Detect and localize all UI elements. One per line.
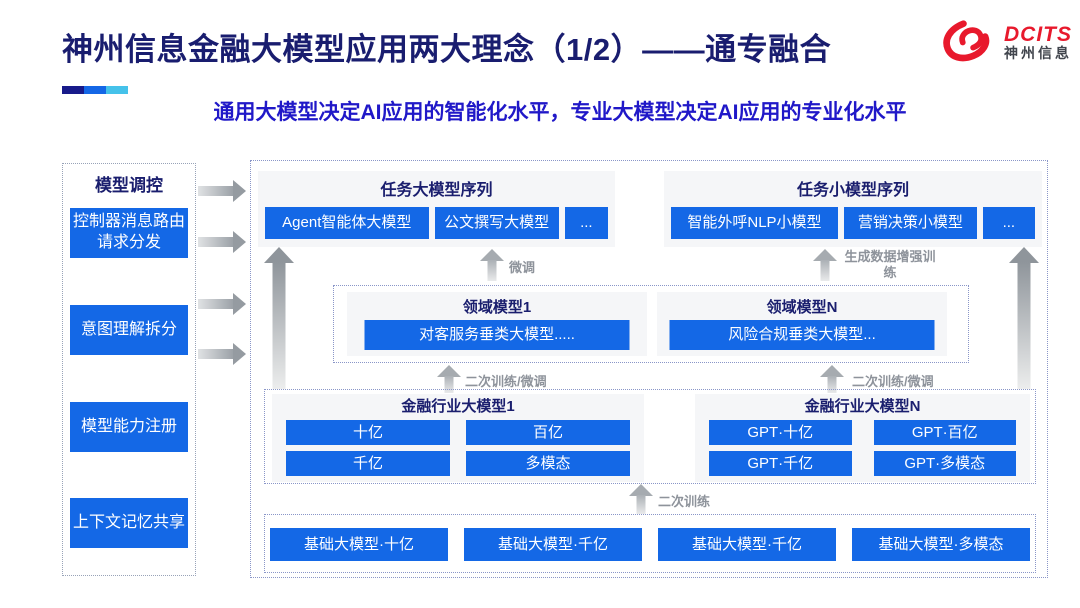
retrain-finetune-right-label: 二次训练/微调 xyxy=(852,374,934,389)
model-control-group: 模型调控 控制器消息路由请求分发 意图理解拆分 模型能力注册 上下文记忆共享 xyxy=(62,163,196,576)
domain-model-layer: 领域模型1 对客服务垂类大模型..... 领域模型N 风险合规垂类大模型... xyxy=(333,285,969,363)
logo-brand-text: DCITS xyxy=(1004,23,1072,47)
node-gpt-trillion: GPT·千亿 xyxy=(709,451,852,476)
up-arrow-icon xyxy=(264,247,294,389)
accent-bar-segment xyxy=(106,86,128,94)
right-arrow-icon xyxy=(198,180,246,202)
domain-model-n-title: 领域模型N xyxy=(766,299,838,316)
model-architecture-diagram: 任务大模型序列 Agent智能体大模型 公文撰写大模型 ... 任务小模型序列 … xyxy=(250,160,1048,578)
dcits-swirl-icon xyxy=(940,18,998,67)
task-small-model-group: 任务小模型序列 智能外呼NLP小模型 营销决策小模型 ... xyxy=(664,171,1042,247)
up-arrow-icon xyxy=(1009,247,1039,389)
node-outbound-nlp-small-model: 智能外呼NLP小模型 xyxy=(671,207,838,239)
node-ten-billion: 十亿 xyxy=(286,420,450,445)
accent-bar-segment xyxy=(84,86,106,94)
node-more-small-models: ... xyxy=(982,207,1035,239)
right-arrow-icon xyxy=(198,293,246,315)
title-accent-bar xyxy=(62,86,128,94)
industry-model-1-title: 金融行业大模型1 xyxy=(401,398,515,415)
node-multimodal: 多模态 xyxy=(466,451,630,476)
node-document-large-model: 公文撰写大模型 xyxy=(434,207,559,239)
up-arrow-icon xyxy=(437,365,461,393)
task-small-title: 任务小模型序列 xyxy=(796,182,909,199)
domain-model-1-group: 领域模型1 对客服务垂类大模型..... xyxy=(347,292,647,356)
dcits-logo: DCITS 神州信息 xyxy=(940,18,1072,67)
logo-company-text: 神州信息 xyxy=(1004,45,1072,62)
up-arrow-icon xyxy=(629,484,653,514)
sidebar-item-intent-split: 意图理解拆分 xyxy=(70,305,188,355)
right-arrow-icon xyxy=(198,343,246,365)
node-gpt-multimodal: GPT·多模态 xyxy=(873,451,1016,476)
up-arrow-icon xyxy=(820,365,844,393)
retrain-finetune-left-label: 二次训练/微调 xyxy=(465,374,547,389)
node-gpt-ten-billion: GPT·十亿 xyxy=(709,420,852,445)
industry-model-n-title: 金融行业大模型N xyxy=(804,398,921,415)
accent-bar-segment xyxy=(62,86,84,94)
model-control-title: 模型调控 xyxy=(95,176,163,195)
sidebar-item-controller-routing: 控制器消息路由请求分发 xyxy=(70,208,188,258)
node-base-model-trillion-2: 基础大模型·千亿 xyxy=(658,528,836,561)
node-base-model-multimodal: 基础大模型·多模态 xyxy=(852,528,1030,561)
node-risk-compliance-vertical-model: 风险合规垂类大模型... xyxy=(669,320,935,350)
industry-model-layer: 金融行业大模型1 十亿 百亿 千亿 多模态 金融行业大模型N GPT·十亿 GP… xyxy=(264,389,1036,484)
retrain-label: 二次训练 xyxy=(658,494,711,509)
right-arrow-icon xyxy=(198,231,246,253)
finetune-label: 微调 xyxy=(509,260,536,275)
gen-data-train-label: 生成数据增强训练 xyxy=(844,249,936,280)
node-marketing-small-model: 营销决策小模型 xyxy=(843,207,977,239)
node-base-model-ten-billion: 基础大模型·十亿 xyxy=(270,528,448,561)
node-base-model-trillion-1: 基础大模型·千亿 xyxy=(464,528,642,561)
task-large-title: 任务大模型序列 xyxy=(380,182,493,199)
domain-model-1-title: 领域模型1 xyxy=(462,299,532,316)
node-gpt-hundred-billion: GPT·百亿 xyxy=(873,420,1016,445)
node-more-large-models: ... xyxy=(564,207,608,239)
up-arrow-icon xyxy=(479,249,505,281)
domain-model-n-group: 领域模型N 风险合规垂类大模型... xyxy=(657,292,947,356)
base-model-layer: 基础大模型·十亿 基础大模型·千亿 基础大模型·千亿 基础大模型·多模态 xyxy=(264,514,1036,573)
up-arrow-icon xyxy=(812,249,838,281)
task-large-model-group: 任务大模型序列 Agent智能体大模型 公文撰写大模型 ... xyxy=(258,171,615,247)
sidebar-item-context-memory: 上下文记忆共享 xyxy=(70,498,188,548)
node-agent-large-model: Agent智能体大模型 xyxy=(265,207,429,239)
node-hundred-billion: 百亿 xyxy=(466,420,630,445)
page-title: 神州信息金融大模型应用两大理念（1/2）——通专融合 xyxy=(62,32,832,67)
sidebar-item-capability-register: 模型能力注册 xyxy=(70,402,188,452)
subtitle: 通用大模型决定AI应用的智能化水平，专业大模型决定AI应用的专业化水平 xyxy=(213,101,907,124)
node-customer-service-vertical-model: 对客服务垂类大模型..... xyxy=(364,320,630,350)
node-trillion: 千亿 xyxy=(286,451,450,476)
industry-model-1-group: 金融行业大模型1 十亿 百亿 千亿 多模态 xyxy=(272,394,644,482)
industry-model-n-group: 金融行业大模型N GPT·十亿 GPT·百亿 GPT·千亿 GPT·多模态 xyxy=(695,394,1030,482)
